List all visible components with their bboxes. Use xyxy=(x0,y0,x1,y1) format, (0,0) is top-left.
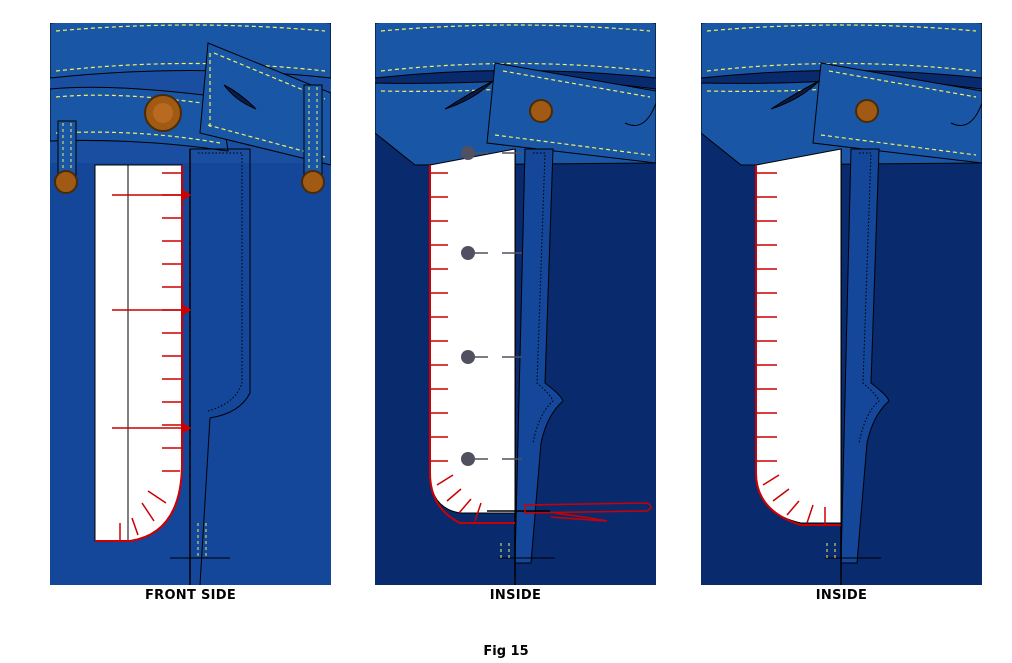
figure-caption: Fig 15 xyxy=(483,644,529,659)
panel-inside-pinned xyxy=(375,23,656,585)
button-icon xyxy=(144,94,182,132)
panel-front-side xyxy=(50,23,331,585)
caption-front-side: FRONT SIDE xyxy=(144,588,237,603)
inside-pinned-illustration xyxy=(375,23,656,585)
pin-icon xyxy=(461,146,527,160)
panel-inside-finished xyxy=(701,23,982,585)
caption-inside-1: INSIDE xyxy=(489,588,542,603)
needle-icon xyxy=(487,502,652,522)
inside-finished-illustration xyxy=(701,23,982,585)
front-side-illustration xyxy=(50,23,331,585)
caption-inside-2: INSIDE xyxy=(815,588,868,603)
